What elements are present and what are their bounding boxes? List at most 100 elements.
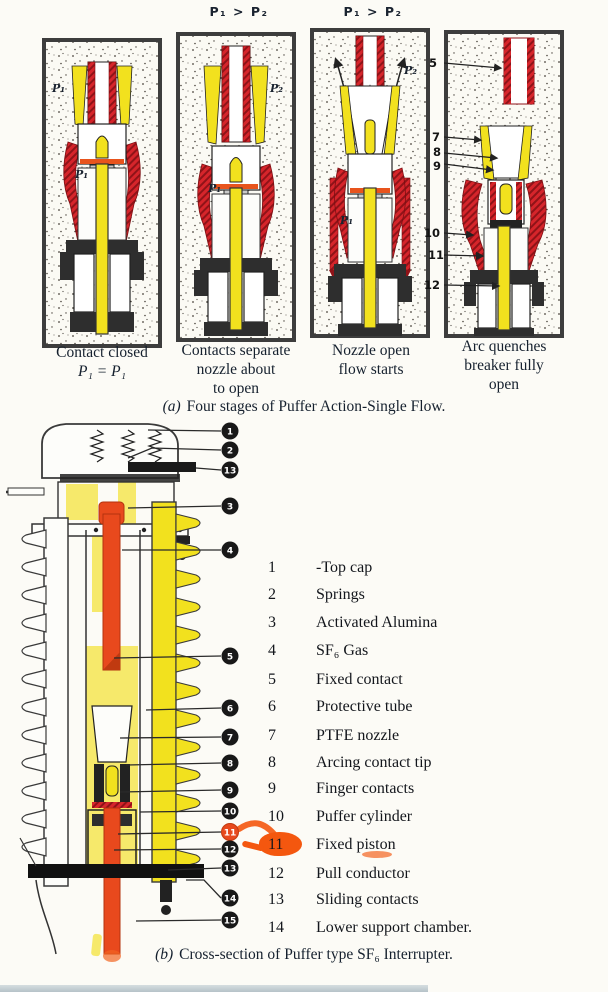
callout-7: 7 <box>432 130 441 144</box>
legend-item: 12 Pull conductor <box>268 865 603 887</box>
svg-text:14: 14 <box>224 895 237 905</box>
legend-item-number: 13 <box>268 891 284 908</box>
callout-12: 12 <box>424 278 441 292</box>
porcelain-insulator <box>21 517 69 887</box>
legend-item: 5 Fixed contact <box>268 671 603 693</box>
legend-item-number: 10 <box>268 808 284 825</box>
svg-text:10: 10 <box>224 808 237 818</box>
legend-item-label: Sliding contacts <box>316 891 419 908</box>
callout-11: 11 <box>428 248 445 262</box>
legend-item-label: Lower support chamber. <box>316 919 472 936</box>
scan-page-edge <box>0 985 428 992</box>
finger-contact <box>94 764 104 804</box>
panel-2-contacts-separate: P₂ P₁ <box>176 32 296 342</box>
svg-text:9: 9 <box>227 787 233 797</box>
legend-item-label: Arcing contact tip <box>316 754 432 771</box>
callout-10: 10 <box>424 226 441 240</box>
svg-text:5: 5 <box>227 653 233 663</box>
moving-contact-tip <box>95 135 109 159</box>
p1-label: P₁ <box>51 82 65 95</box>
panel-3-caption: Nozzle open flow starts <box>332 342 410 378</box>
pressure-label-panel3: P₁ > P₂ <box>343 4 403 19</box>
figure-b-caption: (b)Cross-section of Puffer type SF₆ Inte… <box>155 946 453 963</box>
legend-item: 8 Arcing contact tip <box>268 754 603 776</box>
legend-item-number: 12 <box>268 865 284 882</box>
legend-item: 13 Sliding contacts <box>268 891 603 913</box>
svg-text:2: 2 <box>227 447 233 457</box>
legend-item: 4 SF₆ Gas <box>268 642 603 664</box>
figure-a-caption: (a)Four stages of Puffer Action-Single F… <box>162 398 446 415</box>
legend-item-number: 11 <box>268 836 284 853</box>
protective-tube-highlighted <box>151 501 201 883</box>
svg-text:6: 6 <box>227 705 233 715</box>
callout-9: 9 <box>433 159 442 173</box>
legend-item-label: PTFE nozzle <box>316 727 400 744</box>
svg-text:13: 13 <box>224 865 237 875</box>
legend-item-highlighted: 11 Fixed piston <box>259 832 603 858</box>
legend-item-label: SF₆ Gas <box>316 642 369 659</box>
legend-item-number: 1 <box>268 559 276 576</box>
legend-item: 10 Puffer cylinder <box>268 808 603 830</box>
pull-conductor <box>103 807 121 955</box>
legend-item-number: 7 <box>268 727 276 744</box>
legend-item: 1 -Top cap <box>268 559 603 581</box>
legend-item: 14 Lower support chamber. <box>268 919 603 941</box>
legend-item-label: Activated Alumina <box>316 614 438 631</box>
legend-item: 2 Springs <box>268 586 603 608</box>
legend-item-number: 6 <box>268 698 276 715</box>
legend-item-label: Springs <box>316 586 365 603</box>
legend-item: 7 PTFE nozzle <box>268 727 603 749</box>
legend-item-number: 2 <box>268 586 276 603</box>
legend-item-label: Fixed piston <box>316 836 396 853</box>
p2-label: P₂ <box>403 64 417 77</box>
p2-label: P₂ <box>269 82 283 95</box>
p1-label: P₁ <box>74 168 88 181</box>
svg-text:12: 12 <box>224 846 237 856</box>
figure-b: 1 2 13 3 4 5 6 7 8 9 10 11 12 13 14 15 1… <box>0 418 608 992</box>
legend-item-number: 14 <box>268 919 284 936</box>
svg-text:8: 8 <box>227 760 233 770</box>
arcing-contact-tip <box>105 765 119 797</box>
panel-3-nozzle-open: P₂ P₁ <box>310 28 430 338</box>
svg-text:3: 3 <box>227 503 233 513</box>
fixed-contact-rod <box>98 501 125 671</box>
legend-item-label: -Top cap <box>316 559 373 576</box>
panel-1-contact-closed: P₁ P₁ <box>42 38 162 348</box>
orange-marker-swipe <box>236 820 277 837</box>
p1-label: P₁ <box>339 214 353 227</box>
sliding-contact-bar <box>128 462 196 472</box>
legend-item-label: Pull conductor <box>316 865 410 882</box>
legend-item: 6 Protective tube <box>268 698 603 720</box>
panel-4-caption: Arc quenches breaker fully open <box>461 338 547 393</box>
leader-lines <box>113 429 222 922</box>
svg-text:7: 7 <box>227 734 233 744</box>
panel-1-caption: Contact closed P₁ = P₁ <box>56 344 148 380</box>
legend-item-number: 4 <box>268 642 276 659</box>
panel-4-fully-open <box>444 30 564 338</box>
legend-item-label: Finger contacts <box>316 780 415 797</box>
callout-5: 5 <box>429 56 438 70</box>
legend-item-number: 5 <box>268 671 276 688</box>
yellow-rod <box>95 163 109 335</box>
lower-support <box>28 864 204 878</box>
legend-item-number: 9 <box>268 780 276 797</box>
pressure-label-panel2: P₁ > P₂ <box>209 4 269 19</box>
legend-item-label: Protective tube <box>316 698 413 715</box>
legend-item: 9 Finger contacts <box>268 780 603 802</box>
legend-item-number: 3 <box>268 614 276 631</box>
legend-item-label: Puffer cylinder <box>316 808 413 825</box>
p1-label: P₁ <box>207 182 221 195</box>
callout-8: 8 <box>433 145 442 159</box>
svg-text:13: 13 <box>224 467 237 477</box>
legend-item: 3 Activated Alumina <box>268 614 603 636</box>
panel-2-caption: Contacts separate nozzle about to open <box>181 342 291 397</box>
legend-item-number: 8 <box>268 754 276 771</box>
ptfe-nozzle <box>91 705 133 763</box>
svg-text:11: 11 <box>224 829 237 839</box>
interrupter-cross-section: 1 2 13 3 4 5 6 7 8 9 10 11 12 13 14 15 <box>6 422 277 962</box>
svg-text:1: 1 <box>227 428 233 438</box>
legend-item-label: Fixed contact <box>316 671 403 688</box>
callout-leader-lines <box>444 62 503 291</box>
svg-text:4: 4 <box>227 547 233 557</box>
